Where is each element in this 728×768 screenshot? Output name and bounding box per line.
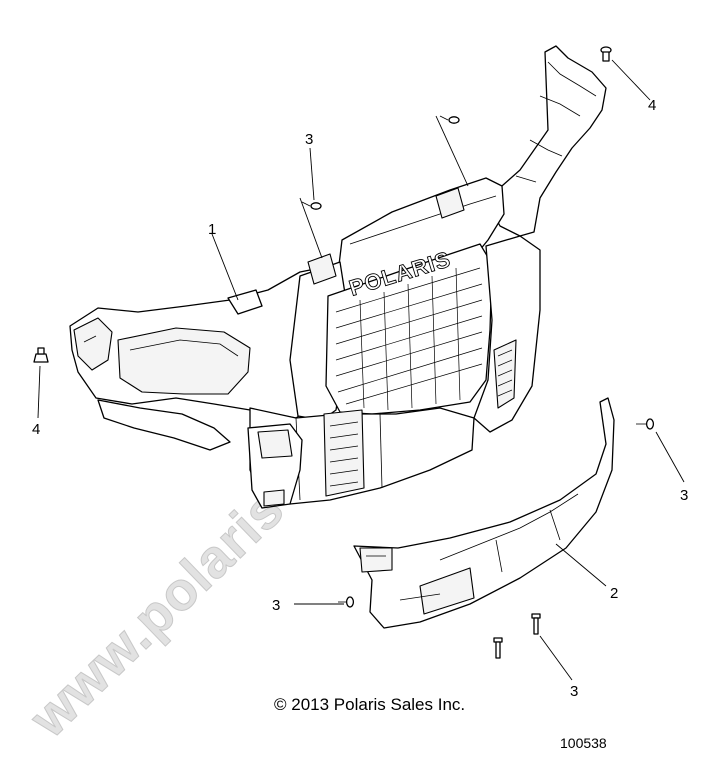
copyright-text: © 2013 Polaris Sales Inc.: [274, 695, 465, 714]
rivet-bottom-2: [531, 613, 541, 635]
callout-3a: 3: [305, 131, 313, 148]
screw-top-center: [439, 115, 460, 124]
callout-4b: 4: [648, 97, 656, 114]
callout-2: 2: [610, 585, 618, 602]
lower-skid-panel: [353, 397, 615, 629]
front-bumper-assembly: POLARIS: [69, 45, 607, 509]
figure-number: 100538: [560, 735, 607, 751]
screw-right-skid: [636, 418, 655, 430]
rivet-bottom-1: [493, 637, 503, 659]
push-rivet-left: [33, 347, 49, 363]
callout-3c: 3: [272, 597, 280, 614]
callout-4a: 4: [32, 421, 40, 438]
callout-3d: 3: [570, 683, 578, 700]
callout-3b: 3: [680, 487, 688, 504]
leader-lines: [37, 59, 685, 681]
screw-top-left: [301, 201, 322, 210]
callout-1: 1: [208, 221, 216, 238]
push-rivet-top-right: [600, 46, 612, 62]
grille-mesh: [335, 267, 483, 411]
screw-left-skid: [338, 596, 355, 608]
